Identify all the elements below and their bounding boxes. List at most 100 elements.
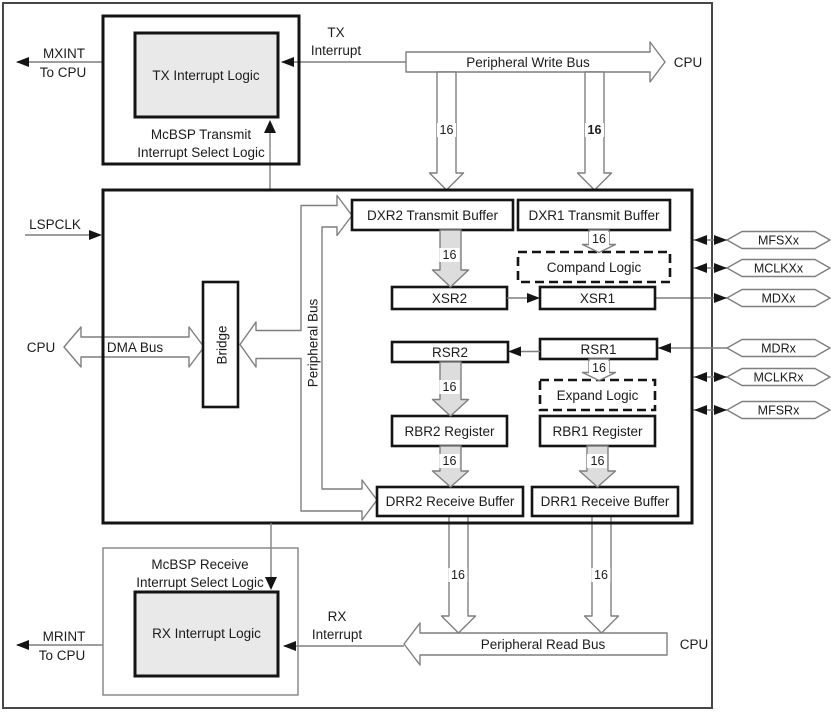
mfsr-out-arrowhead bbox=[714, 405, 727, 415]
bus-width-halo bbox=[585, 123, 604, 137]
tx-logic-box bbox=[133, 31, 280, 119]
bus-width-label: 16 bbox=[443, 454, 457, 468]
pin-mfsr-label: MFSRx bbox=[758, 404, 800, 418]
mrint-label-2: To CPU bbox=[39, 648, 86, 663]
xsr2-to-xsr1-arrowhead bbox=[527, 293, 540, 303]
rx-interrupt-label-2: Interrupt bbox=[312, 627, 363, 642]
lspclk-group: LSPCLK bbox=[25, 217, 102, 240]
pin-mdx-label: MDXx bbox=[761, 292, 796, 306]
bus-width-halo bbox=[437, 123, 456, 137]
tx-select-box bbox=[101, 14, 301, 166]
rbr1-label: RBR1 Register bbox=[552, 424, 643, 439]
mrint-arrowhead bbox=[16, 640, 29, 650]
tx-select-label-1: McBSP Transmit bbox=[151, 127, 252, 142]
rx-logic-box bbox=[133, 590, 280, 678]
lspclk-label: LSPCLK bbox=[29, 217, 81, 232]
bus-width-label-bold: 16 bbox=[588, 123, 602, 137]
pin-mdr bbox=[726, 338, 831, 358]
mclkx-out-arrowhead bbox=[714, 263, 727, 273]
bus-width-halo bbox=[591, 568, 611, 582]
rx-select-label-2: Interrupt Select Logic bbox=[136, 575, 264, 590]
pin-hexagons: MFSXx MCLKXx MDXx MDRx MCLKRx MFSRx bbox=[658, 230, 831, 420]
bus-width-halo bbox=[439, 454, 460, 468]
tx-interrupt-select-block: TX Interrupt Logic McBSP Transmit Interr… bbox=[101, 14, 301, 166]
mclkr-out-arrowhead bbox=[714, 372, 727, 382]
bus-width-label: 16 bbox=[440, 123, 454, 137]
mxint-label-2: To CPU bbox=[40, 65, 87, 80]
shift-register-arrows bbox=[507, 293, 540, 357]
lspclk-arrowhead bbox=[89, 230, 102, 240]
peripheral-write-bus-label: Peripheral Write Bus bbox=[466, 55, 590, 70]
cpu-bottom-label: CPU bbox=[680, 637, 709, 652]
bus-width-halo bbox=[587, 454, 607, 468]
dxr1-label: DXR1 Transmit Buffer bbox=[528, 208, 660, 223]
rx-select-feed-arrowhead bbox=[265, 577, 277, 590]
mclkx-in-arrowhead bbox=[694, 263, 707, 273]
pin-mdx bbox=[726, 288, 831, 308]
register-boxes: DXR2 Transmit Buffer DXR1 Transmit Buffe… bbox=[350, 198, 680, 518]
mfsr-in-arrowhead bbox=[694, 405, 707, 415]
dxr2-box bbox=[350, 198, 515, 232]
pin-mdr-label: MDRx bbox=[761, 342, 796, 356]
peripheral-bus-label: Peripheral Bus bbox=[306, 298, 321, 387]
mxint-arrowhead bbox=[16, 57, 29, 67]
peripheral-bus-group: Peripheral Bus bbox=[239, 194, 378, 521]
rx-logic-label: RX Interrupt Logic bbox=[152, 626, 261, 641]
mfsx-in-arrowhead bbox=[694, 235, 707, 245]
pin-mfsx-label: MFSXx bbox=[758, 234, 800, 248]
drr1-label: DRR1 Receive Buffer bbox=[541, 494, 670, 509]
rx-select-label-1: McBSP Receive bbox=[151, 557, 248, 572]
dma-bus-group: DMA Bus CPU bbox=[27, 326, 205, 368]
bus-width-label: 16 bbox=[443, 248, 457, 262]
dma-bus-label: DMA Bus bbox=[107, 340, 164, 355]
mdr-in-arrowhead bbox=[658, 343, 671, 353]
tx-interrupt-arrowhead bbox=[281, 57, 294, 67]
rx-interrupt-label-1: RX bbox=[328, 609, 347, 624]
peripheral-read-bus-group: Peripheral Read Bus CPU 16 16 bbox=[403, 515, 709, 666]
compand-logic-label: Compand Logic bbox=[547, 260, 642, 275]
tx-logic-label: TX Interrupt Logic bbox=[152, 68, 260, 83]
tx-interrupt-label-2: Interrupt bbox=[311, 43, 362, 58]
chip-boundary-frame bbox=[2, 2, 713, 709]
mfsx-out-arrowhead bbox=[714, 235, 727, 245]
bus-width-label: 16 bbox=[591, 454, 605, 468]
mclkr-in-arrowhead bbox=[694, 372, 707, 382]
rx-interrupt-group: RX Interrupt Logic McBSP Receive Interru… bbox=[16, 523, 404, 696]
cpu-top-label: CPU bbox=[674, 55, 703, 70]
bus-width-label: 16 bbox=[443, 380, 457, 394]
xsr1-label: XSR1 bbox=[580, 291, 615, 306]
pin-mfsr bbox=[726, 400, 831, 420]
mxint-label-1: MXINT bbox=[43, 46, 85, 61]
bridge-label: Bridge bbox=[215, 325, 230, 364]
bus-width-halo bbox=[589, 361, 609, 375]
peripheral-bus-shape bbox=[239, 194, 378, 521]
tx-interrupt-wiring: TX Interrupt MXINT To CPU bbox=[16, 25, 406, 190]
rsr1-to-rsr2-arrowhead bbox=[508, 346, 521, 357]
rx-interrupt-arrowhead bbox=[283, 641, 296, 651]
drr2-box bbox=[375, 485, 525, 518]
rsr1-label: RSR1 bbox=[580, 342, 616, 357]
compand-logic-box bbox=[516, 250, 672, 284]
bus-width-halo bbox=[439, 248, 460, 262]
dxr2-label: DXR2 Transmit Buffer bbox=[367, 208, 499, 223]
pin-mclkr-label: MCLKRx bbox=[753, 371, 804, 385]
width-arrows: 16 16 16 16 16 16 bbox=[431, 229, 617, 488]
peripheral-read-bus-label: Peripheral Read Bus bbox=[481, 637, 606, 652]
bridge-box bbox=[201, 280, 240, 409]
drr1-box bbox=[530, 485, 680, 518]
mrint-label-1: MRINT bbox=[43, 629, 86, 644]
pin-mclkx-label: MCLKXx bbox=[754, 262, 804, 276]
rbr2-label: RBR2 Register bbox=[404, 424, 495, 439]
cpu-left-label: CPU bbox=[27, 340, 56, 355]
bus-width-label: 16 bbox=[451, 568, 465, 582]
bus-width-label: 16 bbox=[592, 361, 606, 375]
mdx-out-arrowhead bbox=[714, 293, 727, 303]
xsr2-label: XSR2 bbox=[432, 291, 467, 306]
rbr2-box bbox=[390, 414, 509, 448]
tx-interrupt-label-1: TX bbox=[327, 25, 344, 40]
bus-width-halo bbox=[589, 232, 609, 246]
bridge-group: Bridge bbox=[201, 280, 240, 409]
bus-width-halo bbox=[448, 568, 468, 582]
tx-select-feed-arrowhead bbox=[264, 120, 276, 133]
